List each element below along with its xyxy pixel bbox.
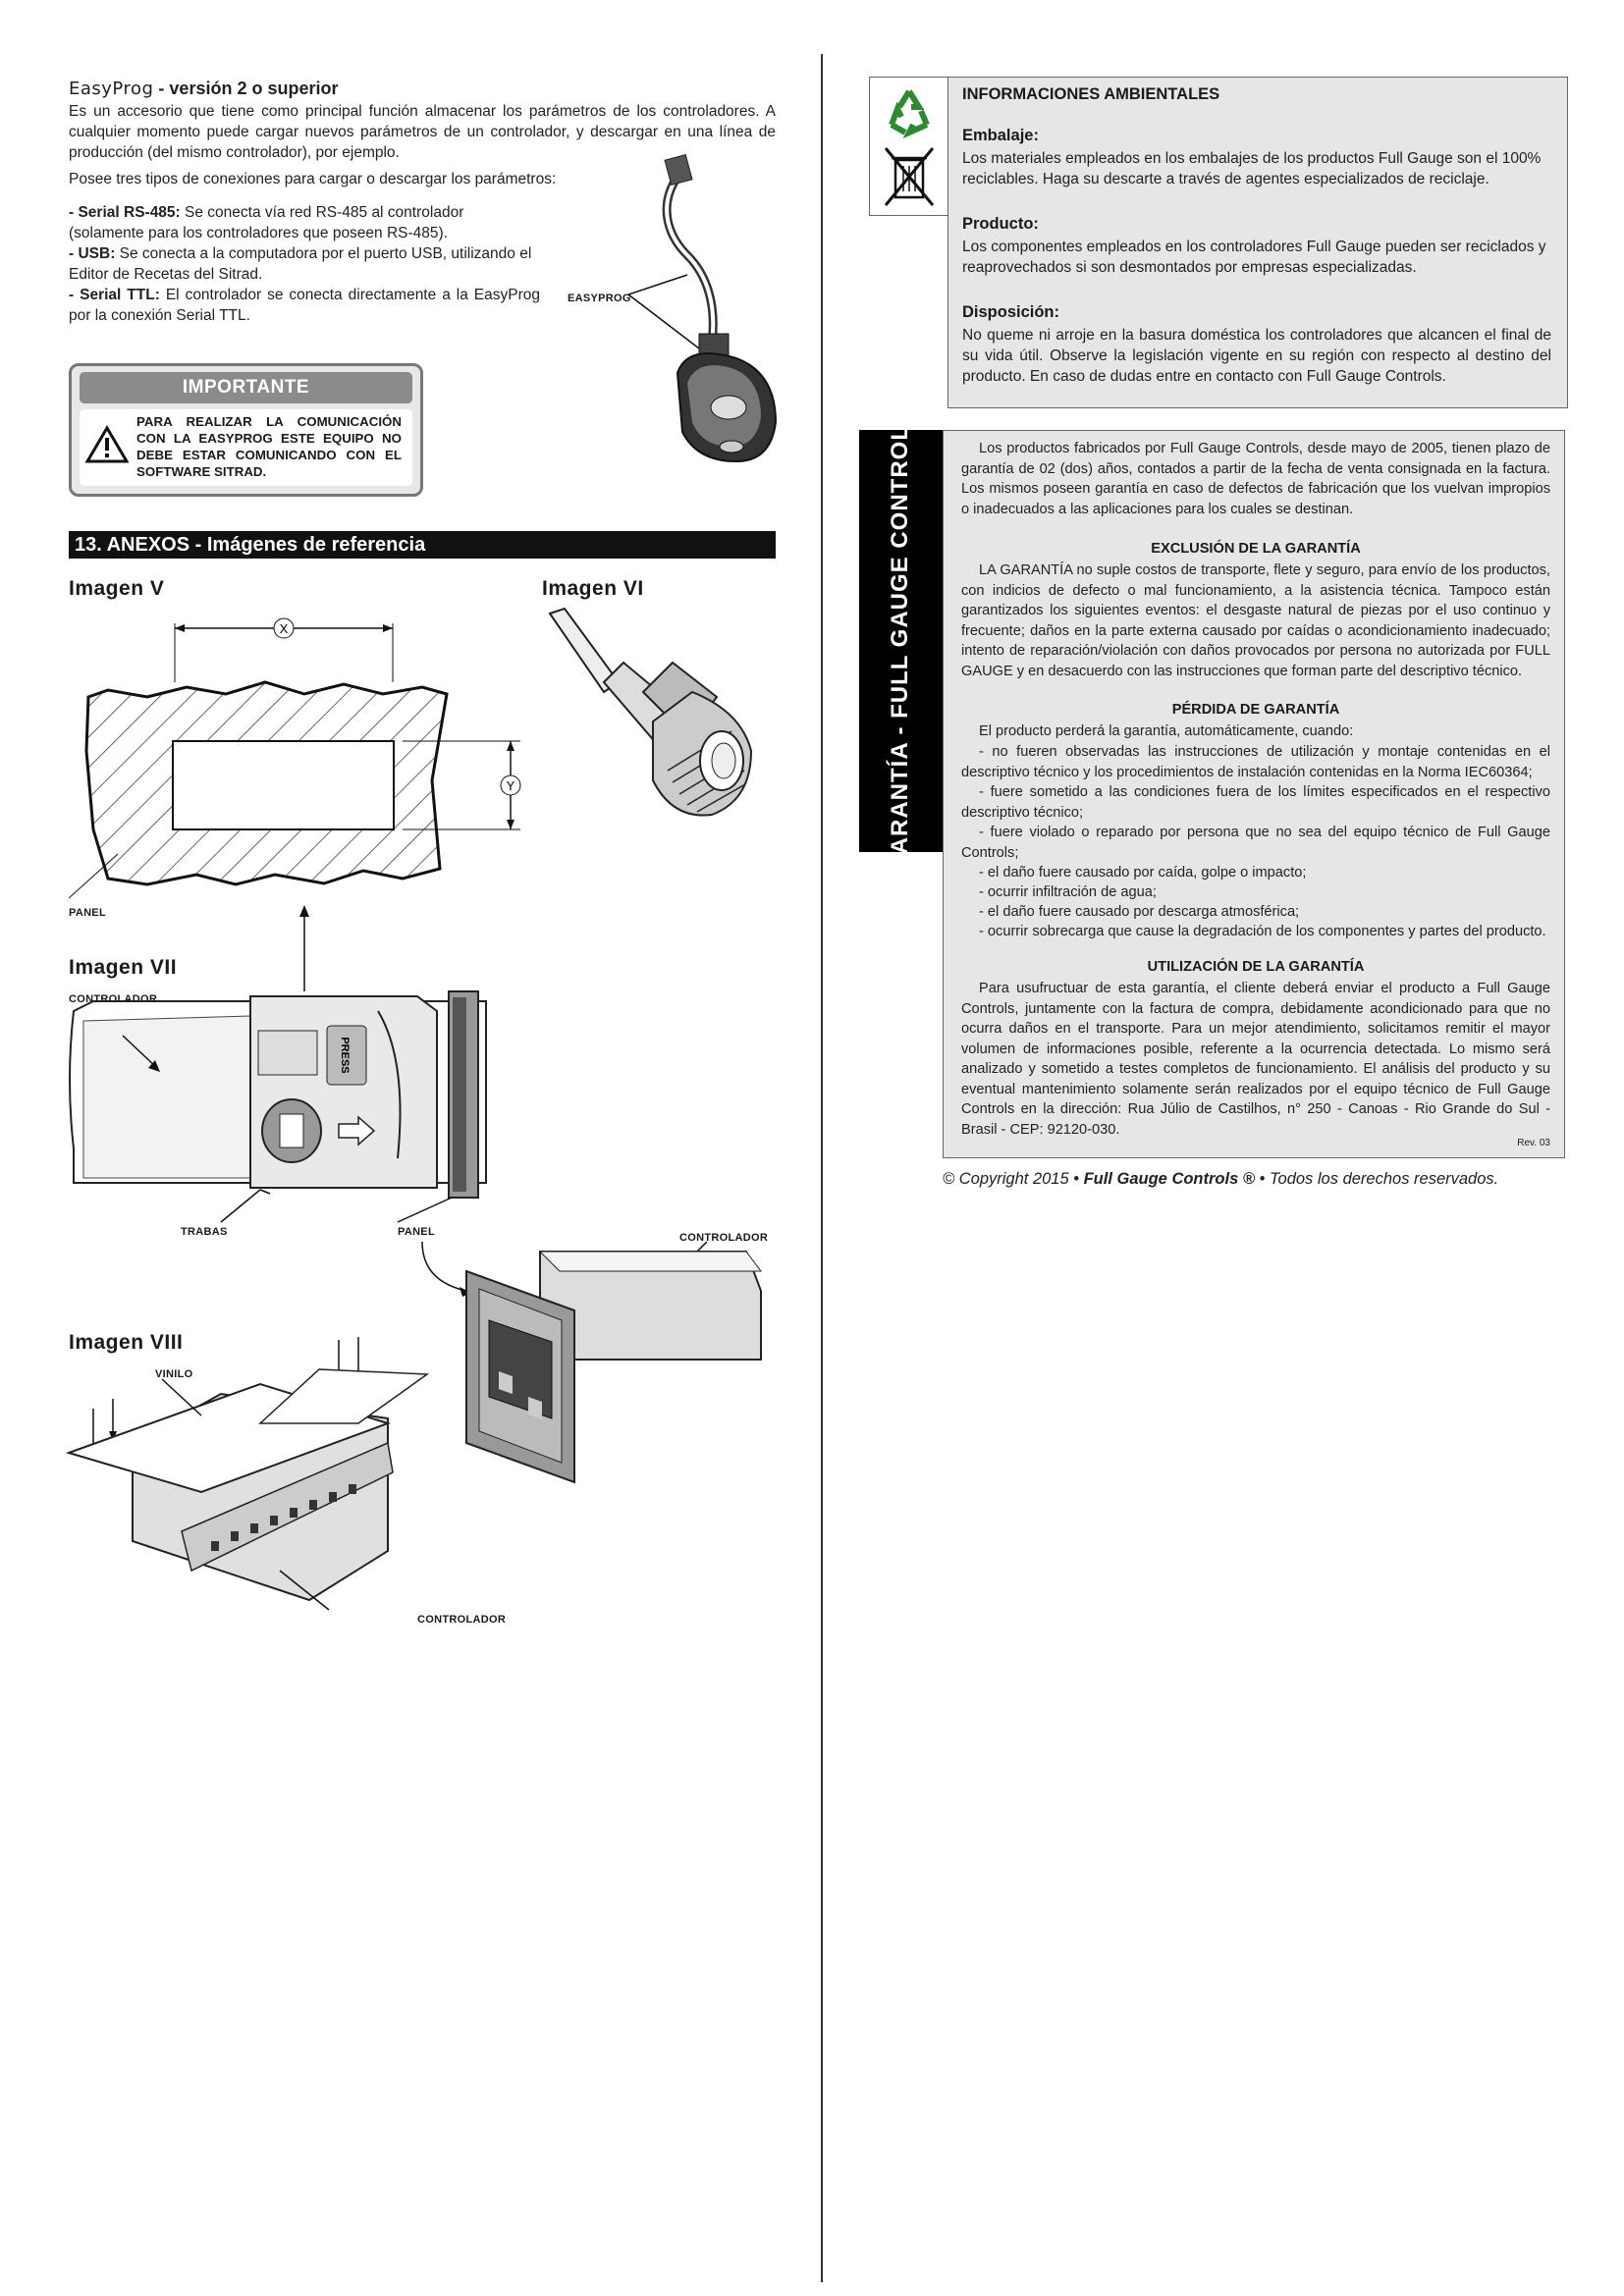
copyright-brand: Full Gauge Controls ® — [1079, 1170, 1256, 1188]
crossed-bin-icon — [884, 147, 935, 206]
easyprog-types-intro: Posee tres tipos de conexiones para carg… — [69, 171, 557, 187]
loss-item: - ocurrir sobrecarga que cause la degrad… — [979, 924, 1546, 939]
loss-item: - el daño fuere causado por descarga atm… — [979, 904, 1300, 920]
image-vi-title: Imagen VI — [542, 577, 644, 600]
image-vii-controller-label-2: CONTROLADOR — [679, 1232, 769, 1244]
section-header-annexes: 13. ANEXOS - Imágenes de referencia — [69, 531, 776, 559]
loss-intro: El producto perderá la garantía, automát… — [979, 723, 1354, 739]
easyprog-title-rest: - versión 2 o superior — [153, 79, 339, 98]
item-text: Se conecta a la computadora por el puert… — [69, 245, 532, 283]
loss-item: - fuere violado o reparado por persona q… — [961, 825, 1550, 861]
image-viii-vinyl-diagram — [65, 1337, 430, 1611]
easyprog-connection-list: - Serial RS-485: Se conecta vía red RS-4… — [69, 202, 540, 326]
copyright-suffix: • Todos los derechos reservados. — [1255, 1170, 1499, 1188]
revision-label: Rev. 03 — [1517, 1138, 1550, 1148]
image-viii-title: Imagen VIII — [69, 1331, 184, 1354]
image-viii-controller-label: CONTROLADOR — [417, 1614, 507, 1626]
list-item: - Serial TTL: El controlador se conecta … — [69, 285, 540, 326]
product-text: Los componentes empleados en los control… — [962, 239, 1546, 276]
important-notice: IMPORTANTE PARA REALIZAR LA COMUNICACIÓN… — [69, 363, 423, 497]
environment-heading: INFORMACIONES AMBIENTALES — [962, 85, 1220, 103]
packaging-heading: Embalaje: — [962, 127, 1039, 144]
item-text: El controlador se conecta directamente a… — [69, 287, 540, 324]
press-label: PRESS — [339, 1037, 351, 1073]
easyprog-brand: EasyProg — [69, 79, 154, 99]
loss-item: - ocurrir infiltración de agua; — [979, 884, 1157, 900]
important-heading: IMPORTANTE — [80, 372, 412, 403]
copyright: © Copyright 2015 • Full Gauge Controls ®… — [943, 1170, 1571, 1189]
panel-mounted-controller-illustration — [421, 1241, 762, 1484]
important-text: PARA REALIZAR LA COMUNICACIÓN CON LA EAS… — [136, 414, 402, 479]
list-item: - USB: Se conecta a la computadora por e… — [69, 243, 540, 285]
image-vii-controller-diagram: PRESS — [69, 905, 487, 1223]
loss-item: - fuere sometido a las condiciones fuera… — [961, 784, 1550, 821]
packaging-text: Los materiales empleados en los embalaje… — [962, 150, 1542, 187]
environment-icons — [869, 77, 949, 216]
easyprog-figure-label: EASYPROG — [568, 293, 631, 304]
list-item: - Serial RS-485: Se conecta vía red RS-4… — [69, 202, 540, 243]
warranty-intro: Los productos fabricados por Full Gauge … — [961, 441, 1550, 517]
exclusion-heading: EXCLUSIÓN DE LA GARANTÍA — [1151, 541, 1361, 557]
image-vi-sensor — [548, 607, 753, 817]
copyright-prefix: © Copyright 2015 • — [943, 1170, 1080, 1188]
loss-heading: PÉRDIDA DE GARANTÍA — [1171, 702, 1340, 718]
item-label: - Serial RS-485: — [69, 204, 181, 221]
item-label: - USB: — [69, 245, 116, 262]
image-vii-title: Imagen VII — [69, 956, 178, 979]
warning-icon — [85, 425, 129, 463]
environment-info-box: INFORMACIONES AMBIENTALES Embalaje: Los … — [947, 77, 1568, 408]
image-vii-panel-label: PANEL — [398, 1226, 435, 1238]
use-text: Para usufructuar de esta garantía, el cl… — [961, 981, 1550, 1138]
loss-item: - el daño fuere causado por caída, golpe… — [979, 865, 1307, 881]
warranty-side-tab: GARANTÍA - FULL GAUGE CONTROLS — [859, 408, 943, 874]
product-heading: Producto: — [962, 215, 1039, 233]
warranty-box: Los productos fabricados por Full Gauge … — [943, 430, 1565, 1158]
disposal-text: No queme ni arroje en la basura doméstic… — [962, 327, 1551, 385]
loss-item: - no fueren observadas las instrucciones… — [961, 744, 1550, 780]
recycle-icon — [884, 87, 935, 139]
item-label: - Serial TTL: — [69, 287, 160, 303]
disposal-heading: Disposición: — [962, 303, 1060, 321]
image-viii-vinyl-label: VINILO — [155, 1368, 193, 1380]
column-divider — [821, 54, 823, 2282]
warranty-side-label: GARANTÍA - FULL GAUGE CONTROLS — [887, 408, 913, 874]
easyprog-title: EasyProg - versión 2 o superior — [69, 79, 776, 99]
image-v-panel-label: PANEL — [69, 907, 106, 919]
item-text: Se conecta vía red RS-485 al controlador… — [69, 204, 464, 241]
image-v-panel-cutout: X Y — [69, 617, 521, 899]
use-heading: UTILIZACIÓN DE LA GARANTÍA — [1147, 959, 1365, 975]
exclusion-text: LA GARANTÍA no suple costos de transport… — [961, 562, 1550, 679]
easyprog-device-illustration — [628, 153, 778, 463]
image-vii-locks-label: TRABAS — [181, 1226, 228, 1238]
easyprog-intro: Es un accesorio que tiene como principal… — [69, 103, 776, 161]
dim-y-label: Y — [507, 778, 515, 793]
dim-x-label: X — [280, 621, 289, 636]
important-inner: PARA REALIZAR LA COMUNICACIÓN CON LA EAS… — [80, 409, 412, 486]
image-v-title: Imagen V — [69, 577, 165, 600]
